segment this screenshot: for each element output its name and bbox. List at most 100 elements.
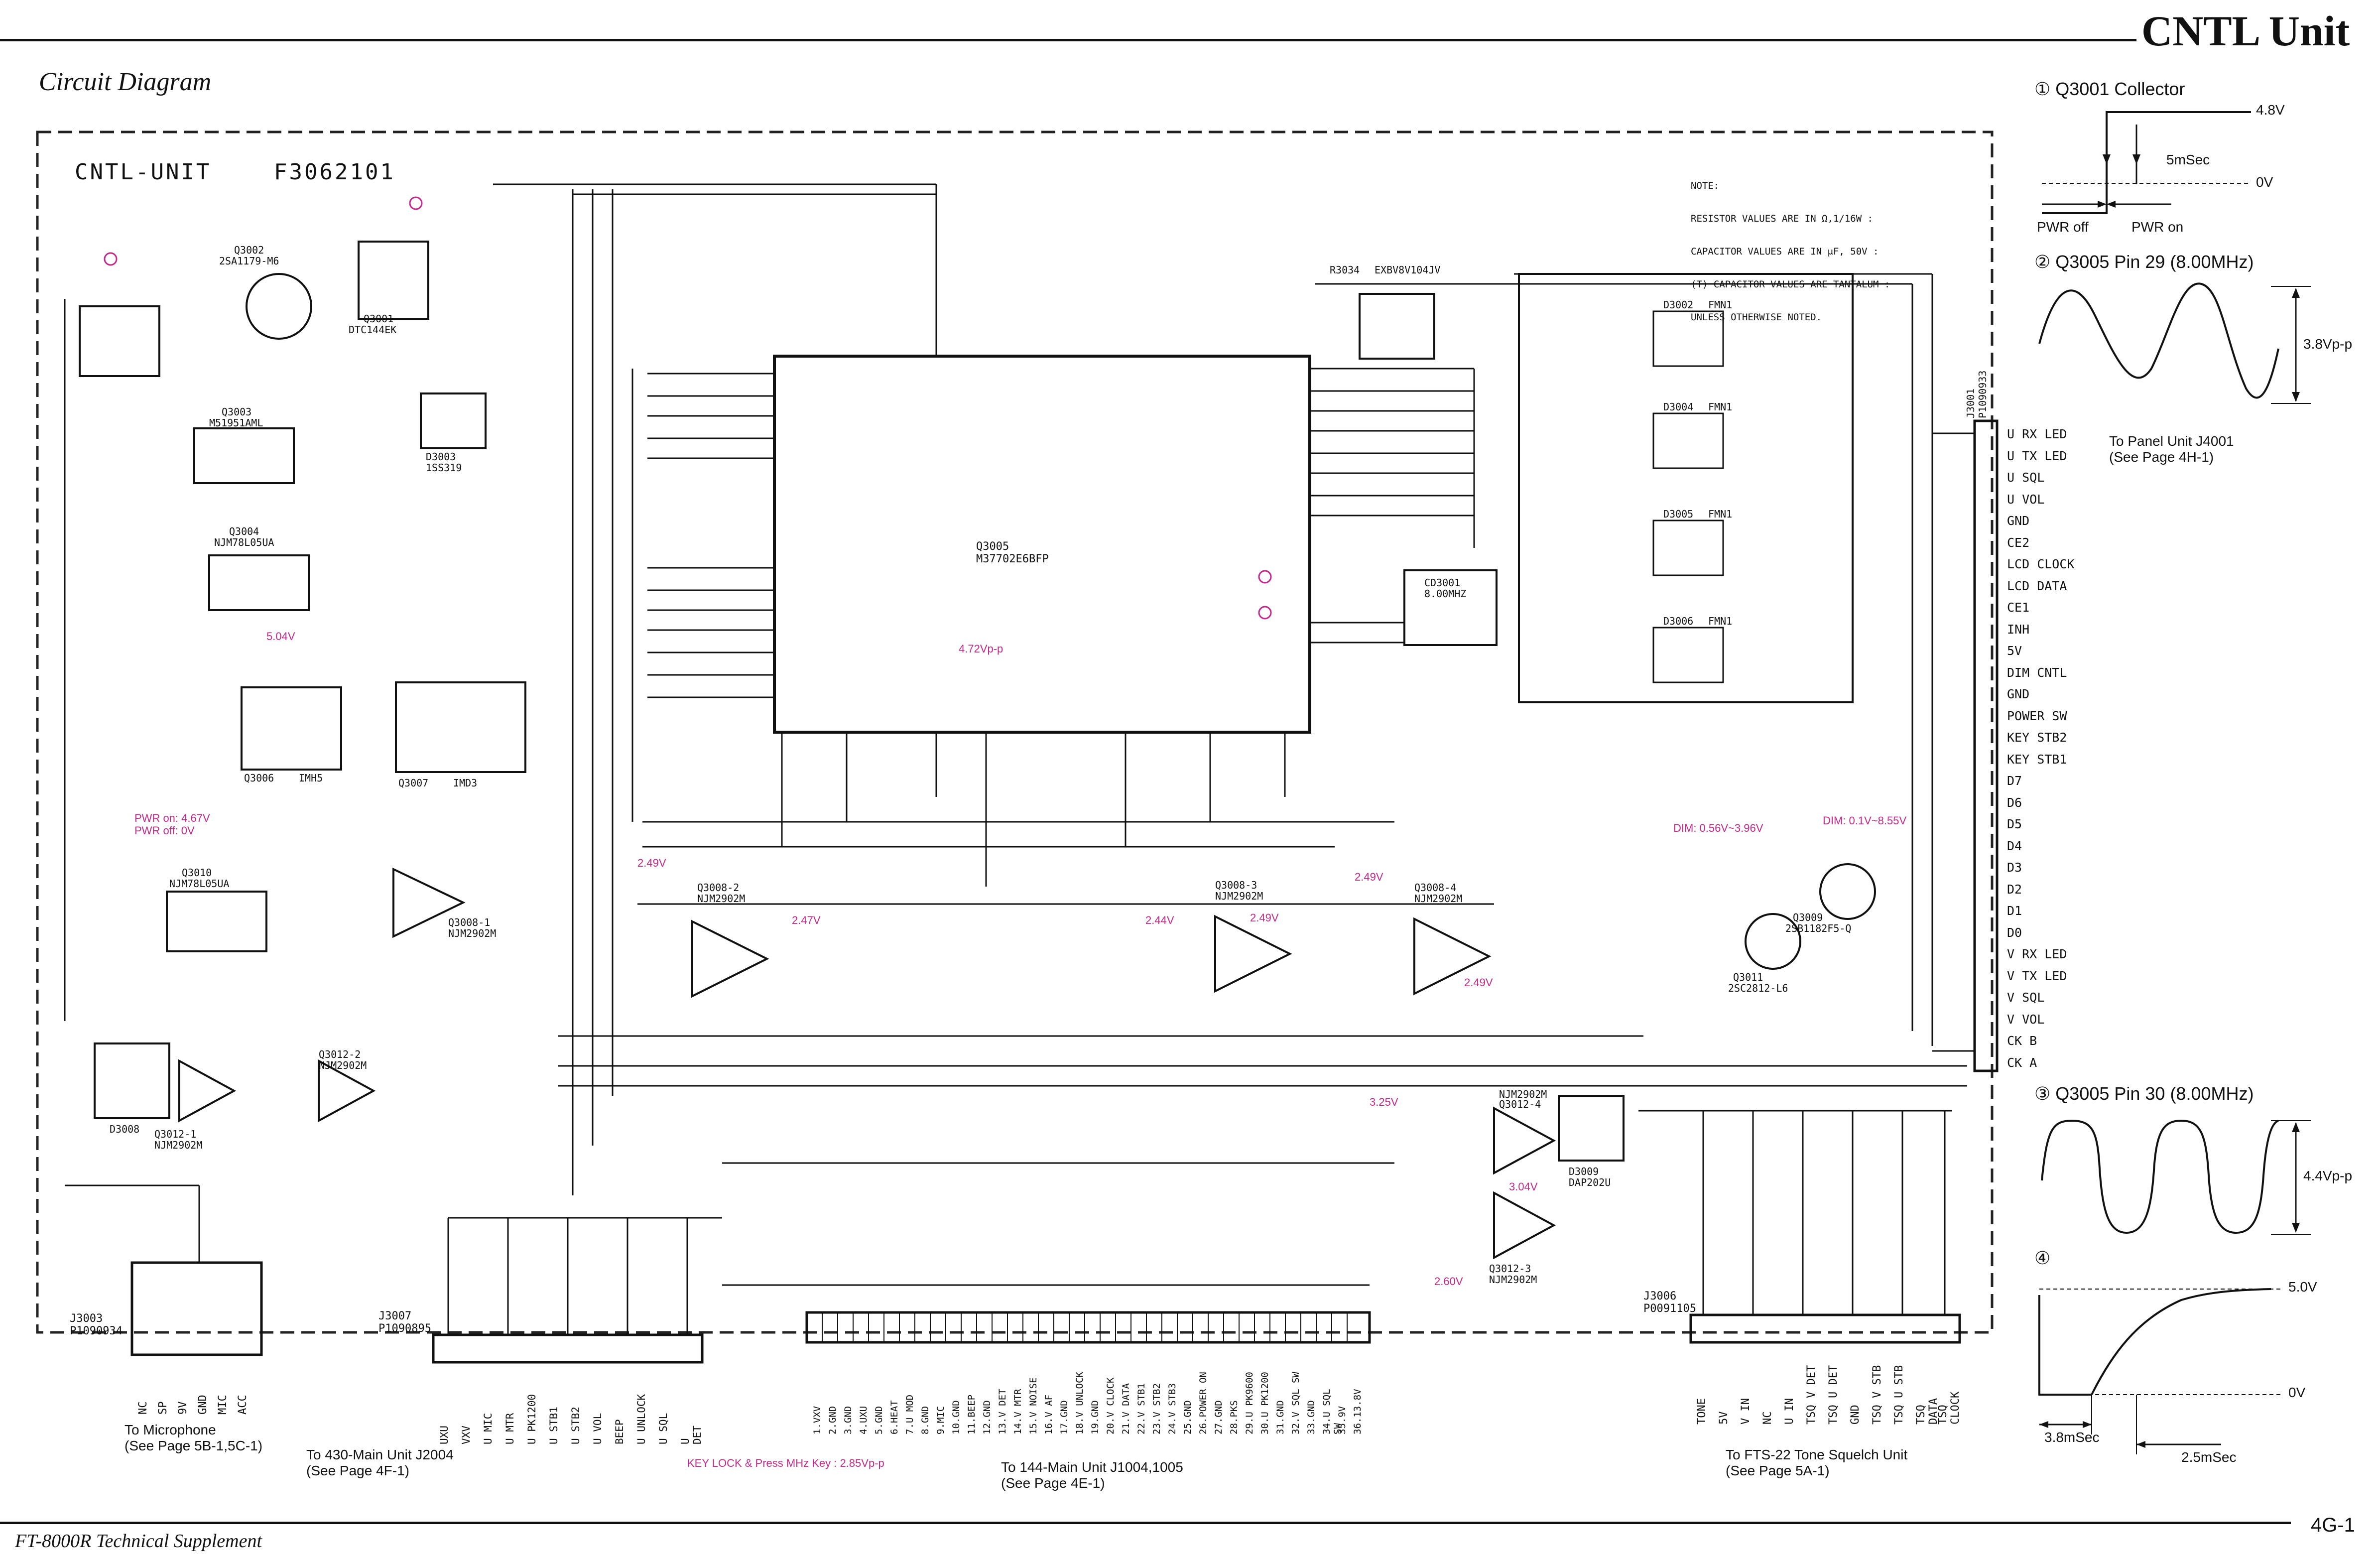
j3003-pin: SP [157, 1401, 169, 1415]
j144-caption: To 144-Main Unit J1004,1005 [1001, 1459, 1183, 1475]
note-line: CAPACITOR VALUES ARE IN μF, 50V : [1691, 246, 1879, 257]
board-label: CNTL-UNIT [75, 159, 212, 185]
voltage-annotation: DIM: 0.56V~3.96V [1673, 822, 1763, 834]
j3007-pin: U SQL [657, 1413, 669, 1444]
q3004-part: NJM78L05UA [214, 536, 274, 548]
d3009-part: DAP202U [1569, 1176, 1611, 1188]
footer-rule [0, 1522, 2291, 1524]
j3001-pin: KEY STB2 [2007, 730, 2067, 745]
note-line: (T) CAPACITOR VALUES ARE TANTALUM : [1691, 279, 1890, 290]
j3007-pin: U MIC [482, 1413, 494, 1444]
j144-pin: 14.V MTR [1012, 1389, 1023, 1434]
j144-pin: 36.13.8V [1352, 1389, 1363, 1434]
q3008-3-ref: Q3008-3 [1215, 879, 1257, 891]
j3001-pin: D2 [2007, 882, 2022, 897]
j3003-ref: J3003 [70, 1312, 103, 1325]
fmn1-group [1518, 273, 1854, 703]
j3001-pin: U RX LED [2007, 427, 2067, 441]
q3008-4-ref: Q3008-4 [1414, 882, 1457, 894]
voltage-annotation: 2.60V [1434, 1275, 1463, 1288]
d3008-ref: D3008 [110, 1123, 140, 1135]
crystal-part: 8.00MHZ [1424, 588, 1467, 600]
q3008-2-opamp [691, 919, 769, 998]
j144-pin: 11.BEEP [966, 1394, 977, 1434]
j3007-pin: BEEP [614, 1419, 626, 1444]
d3005-part: FMN1 [1708, 508, 1733, 520]
j144-pin: 5.GND [874, 1406, 884, 1434]
j3001-pin: KEY STB1 [2007, 752, 2067, 767]
d3009-ref: D3009 [1569, 1166, 1599, 1177]
q3003-part: M51951AML [209, 417, 263, 429]
j3001-pin: U SQL [2007, 470, 2045, 485]
q3012-4-ref: Q3012-4 [1499, 1098, 1541, 1110]
voltage-annotation: 2.49V [637, 857, 666, 869]
j3003-part: P1090934 [70, 1325, 123, 1337]
q3012-4-part: NJM2902M [1499, 1088, 1547, 1100]
d3004-ref: D3004 [1663, 401, 1694, 413]
voltage-annotation: 4.72Vp-p [959, 643, 1003, 655]
j3001-pin: DIM CNTL [2007, 665, 2067, 680]
j144-pin: 6.HEAT [889, 1400, 900, 1434]
waveform-4-time1: 3.8mSec [2044, 1429, 2100, 1445]
footer-left: FT-8000R Technical Supplement [15, 1531, 262, 1552]
waveform-4-vlow: 0V [2288, 1385, 2306, 1400]
d3006-ref: D3006 [1663, 615, 1694, 627]
j3001-pin: GND [2007, 514, 2030, 528]
q3001-part: DTC144EK [349, 324, 397, 336]
waveform-1-right: PWR on [2131, 219, 2184, 235]
j3006-pin: V IN [1740, 1398, 1752, 1425]
d3006-part: FMN1 [1708, 615, 1733, 627]
j3007-pin: U PK1200 [526, 1394, 538, 1444]
waveform-4-title: ④ [2034, 1248, 2051, 1268]
j3003-caption-page: (See Page 5B-1,5C-1) [125, 1438, 263, 1453]
section-title: Circuit Diagram [39, 68, 212, 96]
j3001-pin: INH [2007, 622, 2030, 637]
j144-pin: 27.GND [1213, 1400, 1224, 1434]
j3001-pin: POWER SW [2007, 708, 2067, 723]
j144-pin: 26.POWER ON [1198, 1372, 1209, 1434]
j3001-pin: D6 [2007, 795, 2022, 810]
q3011-part: 2SC2812-L6 [1728, 982, 1788, 994]
d3003-ref: D3003 [426, 451, 456, 463]
j3007-body [432, 1333, 704, 1364]
q3008-1-ref: Q3008-1 [448, 916, 491, 928]
voltage-annotation: 5.04V [266, 630, 295, 643]
q3012-3-opamp [1493, 1191, 1556, 1260]
q3008-4-part: NJM2902M [1414, 893, 1463, 905]
q3002-symbol [246, 273, 312, 340]
j144-pin: 2.GND [827, 1406, 838, 1434]
j3007-pin-list: UXU VXV U MIC U MTR U PK1200 U STB1 U ST… [438, 1375, 703, 1449]
j3007-pin: VXV [460, 1426, 472, 1444]
q3001-block [358, 241, 429, 320]
j144-pin: 18.V UNLOCK [1074, 1372, 1085, 1434]
j3001-pin: LCD CLOCK [2007, 557, 2075, 571]
j144-pin: 9.MIC [935, 1406, 946, 1434]
d3009-block [1558, 1095, 1625, 1162]
d3002-part: FMN1 [1708, 299, 1733, 311]
j144-pin-list: 1.VXV 2.GND 3.GND 4.UXU 5.GND 6.HEAT 7.U… [812, 1350, 1370, 1439]
j3001-ref: J3001 [1965, 388, 1977, 418]
waveform-3-amplitude: 4.4Vp-p [2303, 1168, 2353, 1183]
j144-pin: 30.U PK1200 [1259, 1372, 1270, 1434]
q3008-3-part: NJM2902M [1215, 890, 1263, 902]
j144-pin: 3.GND [843, 1406, 854, 1434]
j3007-pin: U STB1 [548, 1407, 560, 1444]
j3007-pin: UXU [438, 1426, 450, 1444]
j3006-pin: U IN [1783, 1398, 1796, 1425]
j144-caption-page: (See Page 4E-1) [1001, 1475, 1105, 1491]
q3011-symbol [1745, 913, 1801, 970]
j3001-pin: D3 [2007, 860, 2022, 875]
j3006-pin: TSQ U DET [1827, 1365, 1840, 1425]
q3002-ref: Q3002 [234, 244, 264, 256]
j3001-pin: V VOL [2007, 1012, 2045, 1027]
j144-pin: 16.V AF [1043, 1394, 1054, 1434]
j3003-pin-list: NC SP 9V GND MIC ACC [137, 1345, 266, 1420]
note-block: NOTE: RESISTOR VALUES ARE IN Ω,1/16W : C… [1691, 158, 1890, 334]
j3006-pin: TSQ V DET [1805, 1365, 1818, 1425]
d3004-part: FMN1 [1708, 401, 1733, 413]
voltage-annotation: DIM: 0.1V~8.55V [1823, 814, 1907, 827]
j3003-pin: GND [197, 1395, 209, 1415]
q3009-ref: Q3009 [1793, 911, 1823, 923]
q3008-3-opamp [1214, 914, 1292, 993]
